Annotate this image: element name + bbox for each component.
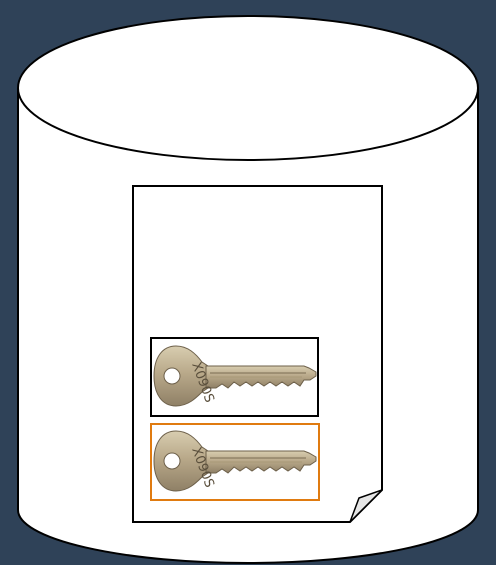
key-image-1[interactable]: X090S [151,338,318,416]
key-image-2[interactable]: X090S [151,424,319,500]
cylinder-top [18,16,478,160]
